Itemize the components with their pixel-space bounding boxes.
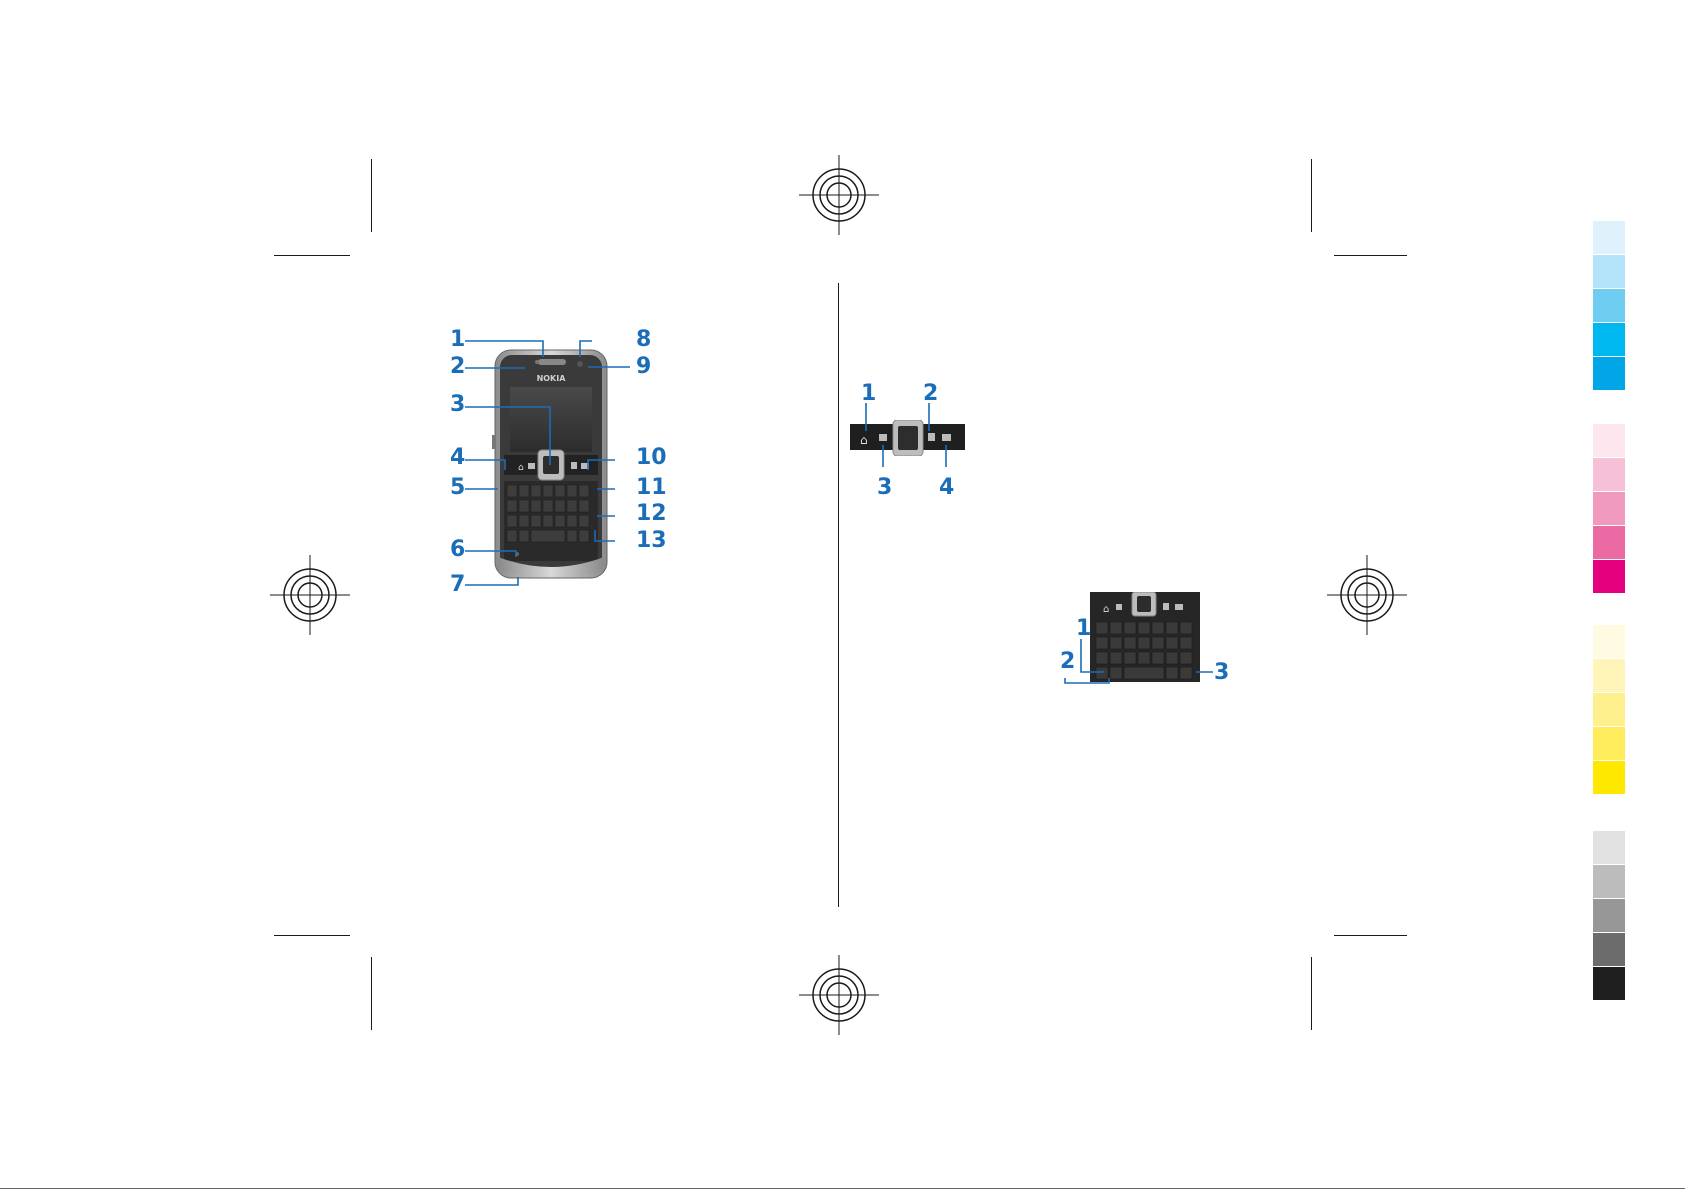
crop-mark [274, 255, 350, 256]
callout-1: 1 [450, 329, 465, 351]
swatch-cyan [1593, 289, 1625, 322]
swatch-yellow [1593, 727, 1625, 760]
strip-callout-4: 4 [939, 477, 954, 499]
callout-4: 4 [450, 447, 465, 469]
strip-callout-3: 3 [877, 477, 892, 499]
swatch-cyan [1593, 255, 1625, 288]
crop-mark [1334, 935, 1407, 936]
callout-12: 12 [636, 503, 667, 525]
keypad-callout-3: 3 [1214, 662, 1229, 684]
swatch-cyan [1593, 221, 1625, 254]
callout-3: 3 [450, 394, 465, 416]
callout-13: 13 [636, 530, 667, 552]
swatch-black [1593, 831, 1625, 864]
swatch-magenta [1593, 492, 1625, 525]
crop-mark [371, 159, 372, 232]
swatch-black [1593, 899, 1625, 932]
crop-mark [371, 957, 372, 1030]
swatch-cyan [1593, 357, 1625, 390]
callout-11: 11 [636, 477, 667, 499]
callout-6: 6 [450, 539, 465, 561]
swatch-black [1593, 865, 1625, 898]
callout-8: 8 [636, 329, 651, 351]
swatch-magenta [1593, 526, 1625, 559]
svg-text:⌂: ⌂ [1103, 604, 1109, 615]
registration-mark [799, 955, 879, 1035]
keypad-callout-2: 2 [1060, 651, 1075, 673]
swatch-black [1593, 967, 1625, 1000]
registration-mark [1327, 555, 1407, 635]
registration-mark [270, 555, 350, 635]
callout-leaders-strip [850, 395, 965, 485]
swatch-magenta [1593, 560, 1625, 593]
swatch-cyan [1593, 323, 1625, 356]
bottom-rule [0, 1188, 1685, 1189]
crop-mark [274, 935, 350, 936]
crop-mark [1311, 159, 1312, 232]
callout-5: 5 [450, 477, 465, 499]
crop-mark [1334, 255, 1407, 256]
strip-callout-1: 1 [861, 383, 876, 405]
swatch-yellow [1593, 693, 1625, 726]
strip-callout-2: 2 [923, 383, 938, 405]
callout-9: 9 [636, 356, 651, 378]
callout-2: 2 [450, 356, 465, 378]
callout-7: 7 [450, 574, 465, 596]
swatch-yellow [1593, 625, 1625, 658]
swatch-black [1593, 933, 1625, 966]
page-divider [838, 283, 839, 907]
swatch-magenta [1593, 424, 1625, 457]
swatch-yellow [1593, 761, 1625, 794]
swatch-magenta [1593, 458, 1625, 491]
registration-mark [799, 155, 879, 235]
swatch-yellow [1593, 659, 1625, 692]
callout-10: 10 [636, 447, 667, 469]
keypad-callout-1: 1 [1076, 618, 1091, 640]
crop-mark [1311, 957, 1312, 1030]
